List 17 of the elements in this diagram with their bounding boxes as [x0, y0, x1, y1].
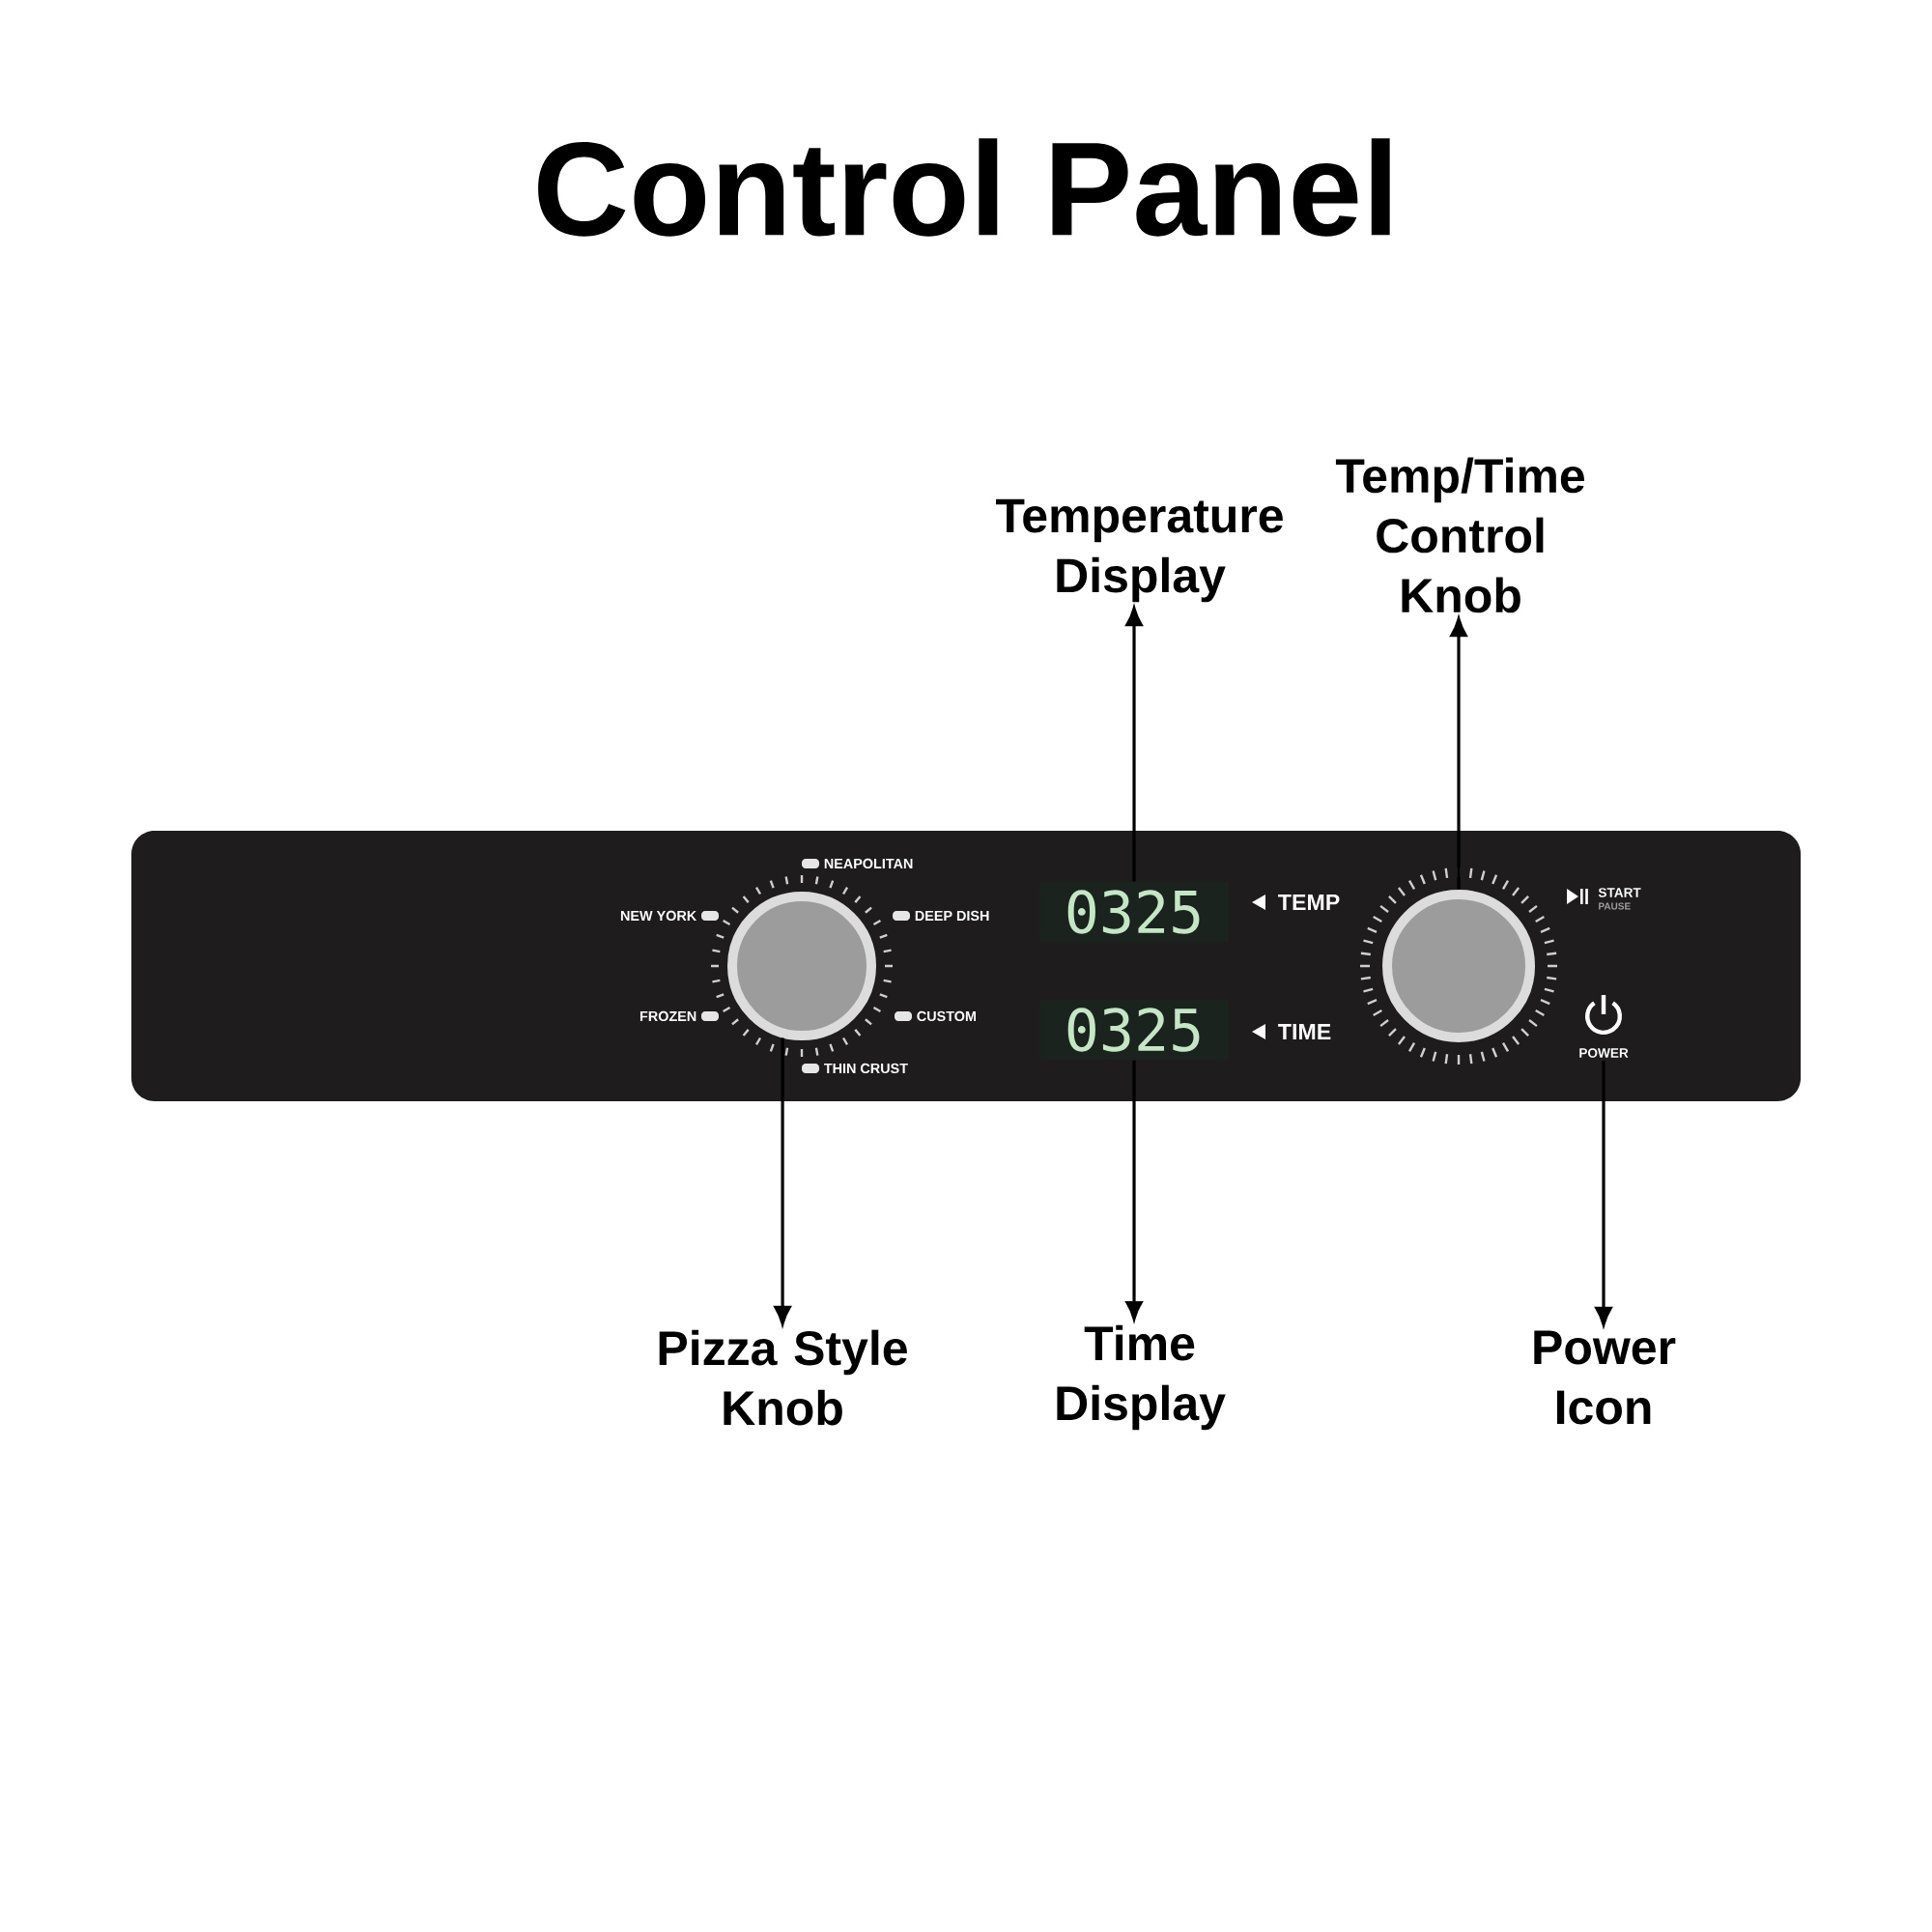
digital-display: 0325 [1039, 1000, 1229, 1060]
leader-arrow [774, 1037, 791, 1325]
callout-label: Temperature Display [996, 498, 1283, 603]
panel-label: TEMP [1278, 895, 1340, 910]
callout-label: Power Icon [1534, 1330, 1676, 1425]
title: Control Panel [538, 138, 1390, 237]
leader-arrow [1125, 1060, 1143, 1321]
callout-label: Pizza Style Knob [659, 1329, 907, 1426]
knob [727, 892, 876, 1040]
callout-label: Temp/Time Control Knob [1335, 457, 1584, 613]
callout-label: Time Display [1057, 1324, 1226, 1431]
panel-label: TIME [1278, 1024, 1331, 1039]
leader-arrow [1450, 617, 1467, 890]
digital-display: 0325 [1039, 882, 1229, 942]
knob [1382, 890, 1536, 1042]
leader-arrow [1125, 607, 1143, 882]
leader-arrow [1595, 1061, 1612, 1326]
